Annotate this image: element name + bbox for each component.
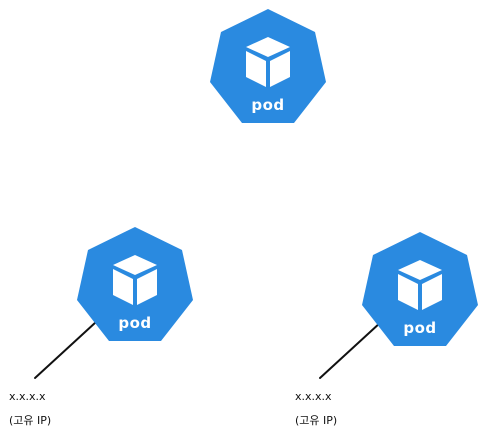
ip-note-right: (고유 IP): [295, 414, 337, 427]
pod-icon-top: pod: [210, 9, 326, 123]
pod-label: pod: [251, 96, 284, 114]
ip-note-left: (고유 IP): [9, 414, 51, 427]
connector-line-right: [319, 321, 382, 379]
pod-icon-left: pod: [77, 227, 193, 341]
ip-address-right: x.x.x.x: [295, 390, 332, 403]
pod-label: pod: [118, 314, 151, 332]
cube-icon: [246, 37, 290, 87]
pod-icon-right: pod: [362, 232, 478, 346]
cube-icon: [113, 255, 157, 305]
connector-line-left: [34, 321, 97, 379]
pod-label: pod: [403, 319, 436, 337]
cube-icon: [398, 260, 442, 310]
ip-address-left: x.x.x.x: [9, 390, 46, 403]
